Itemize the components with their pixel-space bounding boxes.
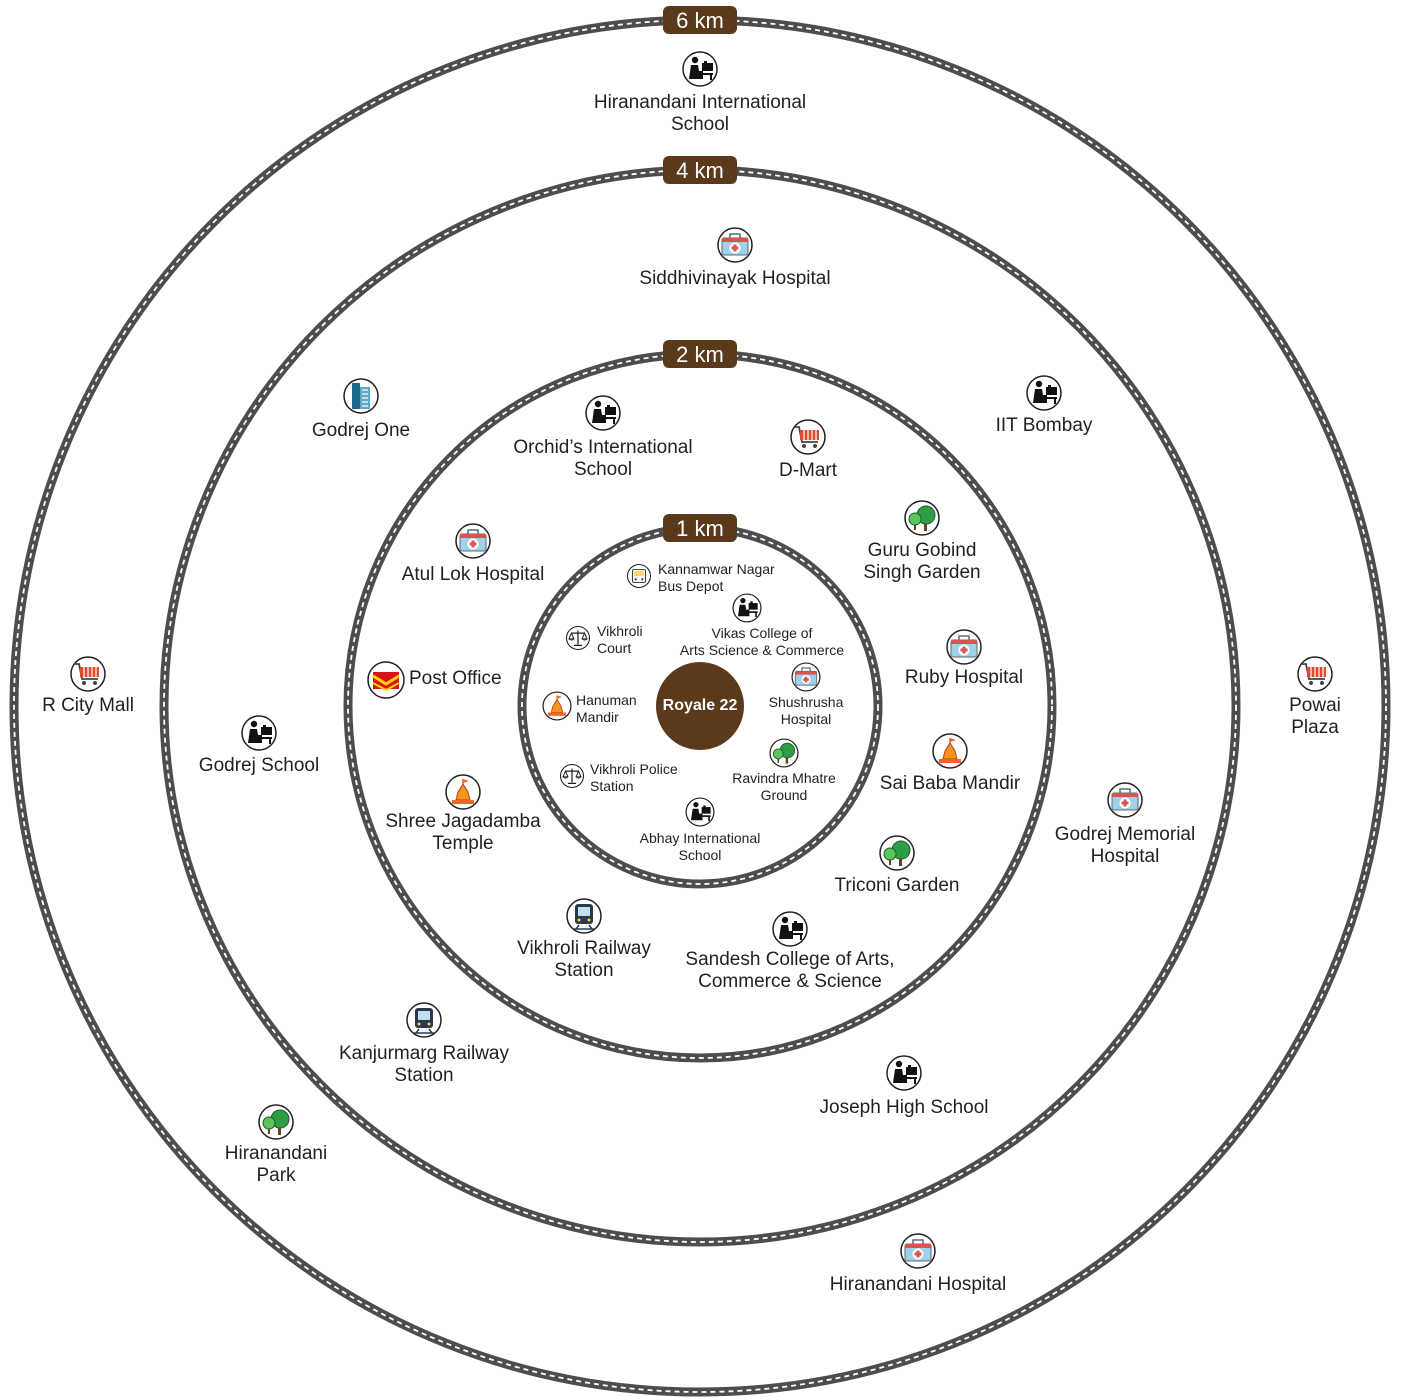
place-label: Triconi Garden — [834, 875, 960, 896]
school-icon — [732, 593, 762, 623]
place-label: Sai Baba Mandir — [879, 773, 1021, 794]
place-label: Hiranandani Park — [224, 1143, 328, 1187]
place-label: Siddhivinayak Hospital — [639, 268, 831, 289]
ring-2km: 2 km — [343, 340, 1057, 1063]
hospital-icon — [900, 1233, 936, 1269]
place-label: Post Office — [409, 668, 502, 689]
place-label: Kanjurmarg Railway Station — [338, 1043, 510, 1087]
place-label: Atul Lok Hospital — [401, 564, 545, 585]
place-label: Godrej Memorial Hospital — [1054, 824, 1196, 868]
place-label: Shushrusha Hospital — [768, 694, 844, 727]
place-label: Kannamwar Nagar Bus Depot — [658, 561, 775, 594]
ring-2km-label: 2 km — [676, 342, 724, 367]
place-label: Godrej School — [198, 755, 320, 776]
hospital-icon — [791, 662, 821, 692]
train-icon — [566, 898, 602, 934]
place-label: Vikhroli Police Station — [590, 761, 678, 794]
hospital-icon — [1107, 782, 1143, 818]
ring-6km: 6 km — [9, 6, 1391, 1397]
scale-icon — [565, 625, 591, 651]
ring-1km: 1 km — [517, 514, 883, 889]
ring-1km-badge — [663, 514, 737, 542]
place-label: Orchid’s International School — [513, 437, 693, 481]
school-icon — [685, 797, 715, 827]
ring-2km-badge — [663, 340, 737, 368]
temple-icon — [445, 774, 481, 810]
place-label: D-Mart — [778, 460, 838, 481]
place-label: Shree Jagadamba Temple — [385, 811, 541, 855]
school-icon — [241, 715, 277, 751]
place-label: Ruby Hospital — [904, 667, 1024, 688]
cart-icon — [1297, 656, 1333, 692]
place-label: IIT Bombay — [995, 415, 1093, 436]
place-label: Abhay International School — [639, 830, 761, 863]
ring-4km-badge — [663, 156, 737, 184]
place-label: Hiranandani International School — [593, 92, 807, 136]
place-label: Sandesh College of Arts, Commerce & Scie… — [685, 949, 895, 993]
place-label: R City Mall — [42, 695, 134, 716]
ring-4km-label: 4 km — [676, 158, 724, 183]
place-label: Hanuman Mandir — [576, 692, 637, 725]
cart-icon — [790, 419, 826, 455]
place-label: Vikas College of Arts Science & Commerce — [679, 625, 845, 658]
place-label: Ravindra Mhatre Ground — [732, 770, 836, 803]
project-center-label: Royale 22 — [662, 697, 738, 714]
ring-6km-label: 6 km — [676, 8, 724, 33]
ring-1km-label: 1 km — [676, 516, 724, 541]
hospital-icon — [946, 629, 982, 665]
tree-icon — [769, 738, 799, 768]
bus-icon — [626, 563, 652, 589]
place-label: Powai Plaza — [1289, 695, 1341, 739]
place-label: Hiranandani Hospital — [829, 1274, 1007, 1295]
school-icon — [682, 51, 718, 87]
school-icon — [585, 395, 621, 431]
school-icon — [772, 911, 808, 947]
train-icon — [406, 1002, 442, 1038]
tree-icon — [904, 500, 940, 536]
tree-icon — [879, 835, 915, 871]
scale-icon — [559, 763, 585, 789]
place-label: Vikhroli Court — [597, 623, 643, 656]
ring-6km-badge — [663, 6, 737, 34]
hospital-icon — [717, 227, 753, 263]
tree-icon — [258, 1104, 294, 1140]
place-label: Joseph High School — [819, 1097, 989, 1118]
post-icon — [366, 660, 406, 700]
cart-icon — [70, 656, 106, 692]
project-center-marker — [656, 662, 744, 750]
temple-icon — [932, 733, 968, 769]
school-icon — [1026, 375, 1062, 411]
school-icon — [886, 1055, 922, 1091]
ring-4km: 4 km — [159, 156, 1241, 1247]
temple-icon — [542, 691, 572, 721]
place-label: Vikhroli Railway Station — [517, 938, 651, 982]
place-label: Guru Gobind Singh Garden — [863, 540, 981, 584]
place-label: Godrej One — [311, 420, 411, 441]
building-icon — [343, 378, 379, 414]
hospital-icon — [455, 523, 491, 559]
